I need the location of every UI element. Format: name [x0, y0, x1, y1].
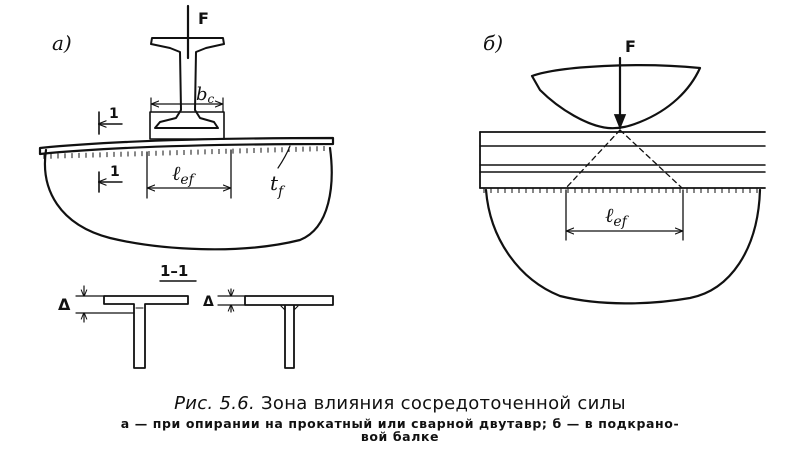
panel-a-tf-leader: [277, 145, 291, 169]
section-view: 1–1 Δ Δ: [58, 262, 334, 369]
panel-a-beam-body: [43, 146, 333, 251]
section-left-tee: [103, 295, 189, 369]
panel-a-force-label: F: [198, 9, 209, 28]
section-mark-top-number: 1: [109, 106, 119, 122]
panel-a-flange: [38, 136, 335, 156]
caption-title: Зона влияния сосредоточенной силы: [261, 393, 626, 414]
section-right-delta: Δ: [203, 288, 246, 313]
caption-description: а — при опирании на прокатный или сварно…: [0, 417, 800, 443]
section-left-delta-label: Δ: [58, 295, 71, 314]
panel-a-bearing-plate: [149, 111, 225, 140]
panel-a-section-mark-top: 1: [99, 106, 123, 135]
panel-a-flange-hatching: [43, 146, 325, 159]
panel-b-lef-label: ℓef: [605, 203, 630, 230]
panel-b-label: б): [483, 31, 503, 55]
panel-b-crane-wheel: [530, 64, 702, 130]
section-view-title-text: 1–1: [160, 262, 188, 280]
panel-a-section-mark-bottom: 1: [99, 164, 123, 193]
section-right-delta-label: Δ: [203, 294, 214, 310]
panel-a-tf-label: tf: [270, 171, 286, 200]
section-mark-bottom-number: 1: [110, 164, 120, 180]
panel-b: б) F ℓef: [479, 31, 766, 305]
panel-a-lef-label: ℓef: [172, 161, 197, 188]
panel-b-spread-lines: [565, 129, 683, 189]
panel-b-beam-body: [484, 188, 762, 305]
panel-a-bc-label: bc: [196, 84, 215, 106]
caption-line-2: вой балке: [360, 429, 440, 444]
caption-prefix: Рис. 5.6.: [174, 393, 256, 414]
caption-title-line: Рис. 5.6. Зона влияния сосредоточенной с…: [0, 393, 800, 414]
panel-b-rail-layers: [479, 131, 766, 189]
panel-b-flange-hatching: [483, 188, 758, 193]
figure-caption: Рис. 5.6. Зона влияния сосредоточенной с…: [0, 393, 800, 443]
panel-a-label: а): [52, 31, 72, 55]
section-right-tee: [244, 295, 334, 369]
panel-b-force-label: F: [625, 37, 636, 56]
panel-a-rail-i-beam: [150, 37, 225, 129]
section-left-delta: Δ: [58, 285, 135, 323]
caption-line-1: а — при опирании на прокатный или сварно…: [120, 416, 680, 431]
panel-a: а) F bc ℓef tf: [38, 4, 335, 251]
